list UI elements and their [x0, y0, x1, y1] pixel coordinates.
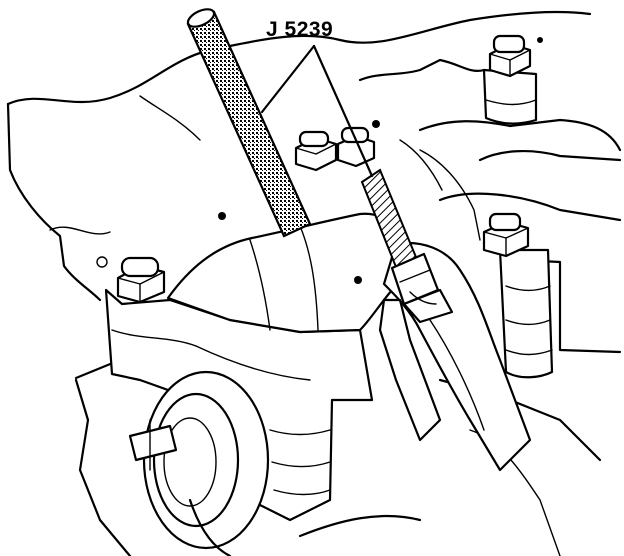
leader-line-short-rod: [312, 44, 374, 178]
guide-rod-long: [186, 8, 312, 238]
bearing-cap-rear: [482, 68, 554, 379]
guide-rod-short: [360, 168, 454, 324]
bolt-rear-mid: [482, 212, 530, 258]
bolt-center-top: [294, 130, 338, 172]
callout-leaders: [260, 44, 374, 178]
bolt-front-left: [116, 256, 166, 304]
crankshaft-journal: [128, 370, 270, 556]
bolt-rear-top: [488, 34, 532, 78]
cap-saddle: [166, 212, 398, 334]
leader-line-long-rod: [260, 44, 316, 114]
bolt-center-right: [336, 126, 376, 168]
tool-callout-label: J 5239: [266, 18, 334, 41]
